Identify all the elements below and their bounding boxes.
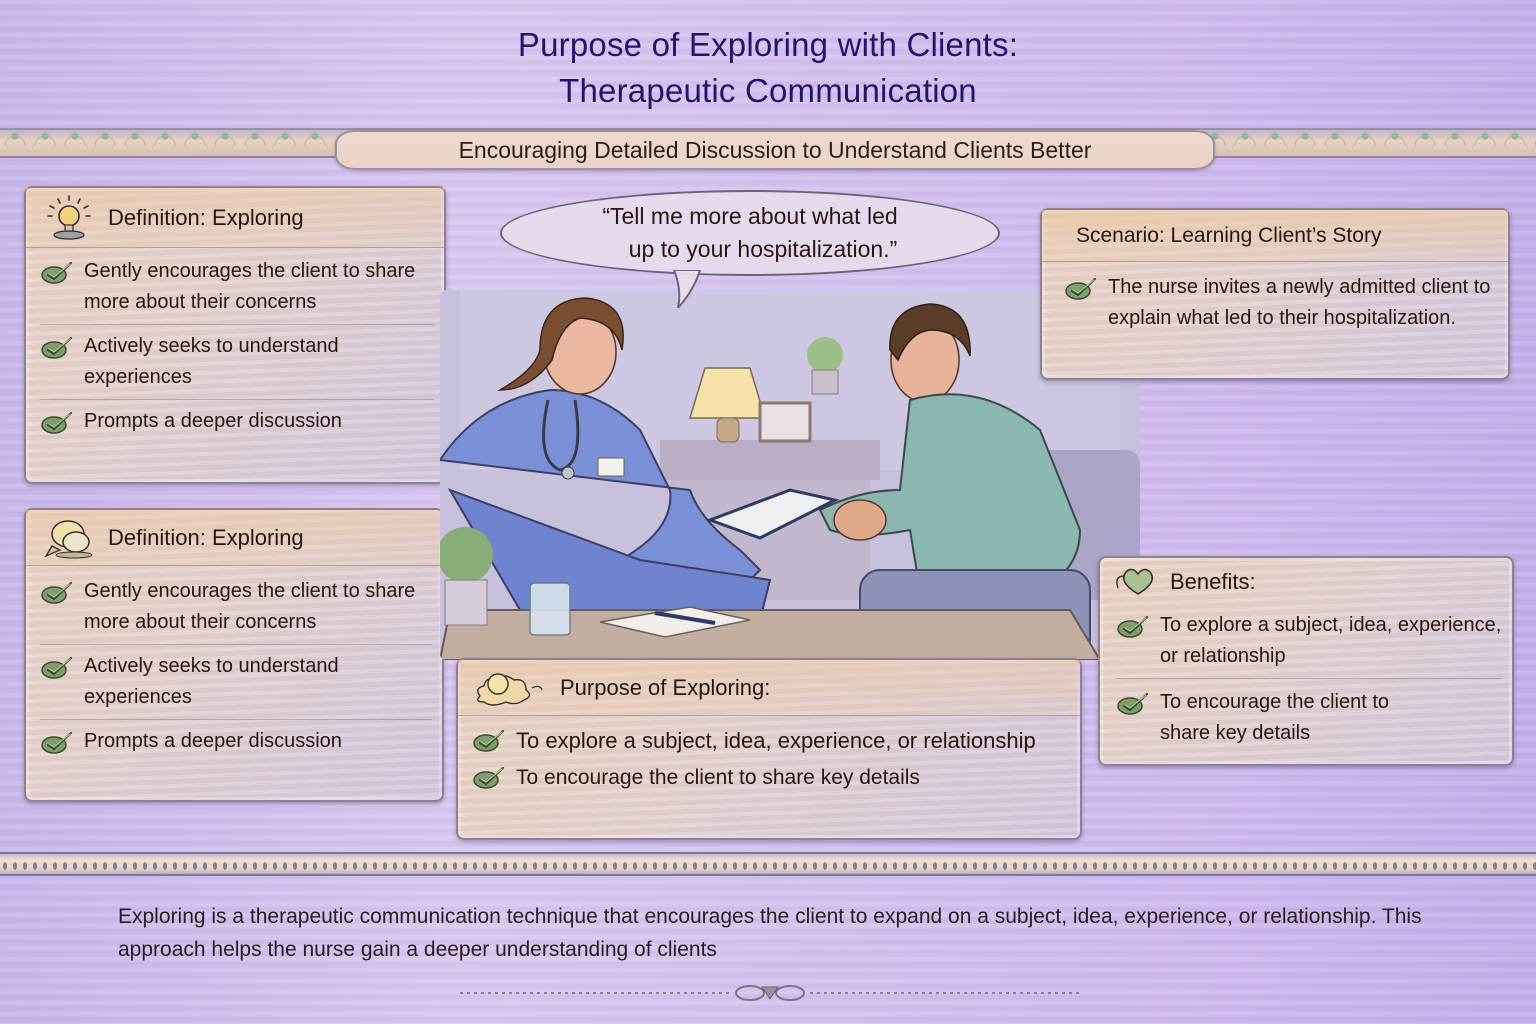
check-icon xyxy=(472,765,506,789)
subtitle-banner: Encouraging Detailed Discussion to Under… xyxy=(335,130,1215,170)
check-icon xyxy=(1116,614,1150,638)
list-item: Actively seeks to understand experiences xyxy=(40,644,432,719)
subtitle-text: Encouraging Detailed Discussion to Under… xyxy=(458,136,1092,163)
page-title-line-1: Purpose of Exploring with Clients: xyxy=(517,26,1019,63)
definition-card-bottom: Definition: Exploring Gently encourages … xyxy=(24,508,444,802)
list-item: To explore a subject, idea, experience, … xyxy=(472,724,1070,757)
benefits-card: Benefits: To explore a subject, idea, ex… xyxy=(1098,556,1514,766)
card-title: Definition: Exploring xyxy=(108,524,304,550)
check-icon xyxy=(40,335,74,359)
speech-bubbles-icon xyxy=(40,516,98,560)
check-icon xyxy=(40,260,74,284)
speech-line-2: up to your hospitalization.” xyxy=(628,236,898,262)
list-item: To encourage the client to share key det… xyxy=(1116,678,1502,749)
lightbulb-icon xyxy=(40,194,98,242)
purpose-card: Purpose of Exploring: To explore a subje… xyxy=(456,658,1082,840)
list-item: To encourage the client to share key det… xyxy=(472,761,1070,794)
list-item: The nurse invites a newly admitted clien… xyxy=(1064,272,1496,334)
thought-cloud-icon xyxy=(472,666,550,710)
check-icon xyxy=(40,655,74,679)
heart-icon xyxy=(1112,562,1160,602)
page-title-line-2: Therapeutic Communication xyxy=(559,72,977,109)
check-icon xyxy=(40,730,74,754)
card-title: Benefits: xyxy=(1170,569,1256,594)
list-item: Actively seeks to understand experiences xyxy=(40,324,434,399)
check-icon xyxy=(1116,691,1150,715)
card-title: Purpose of Exploring: xyxy=(560,674,771,700)
speech-line-1: “Tell me more about what led xyxy=(602,203,898,229)
check-icon xyxy=(1064,276,1098,300)
speech-tail xyxy=(672,270,702,308)
list-item: Prompts a deeper discussion xyxy=(40,399,434,441)
list-item: To explore a subject, idea, experience, … xyxy=(1116,610,1502,678)
check-icon xyxy=(40,410,74,434)
card-title: Scenario: Learning Client’s Story xyxy=(1076,223,1382,247)
list-item: Gently encourages the client to share mo… xyxy=(40,254,434,324)
definition-card-top: Definition: Exploring Gently encourages … xyxy=(24,186,446,484)
footer-ornament xyxy=(460,985,1080,1001)
nurse-client-illustration xyxy=(440,290,1140,660)
speech-bubble: “Tell me more about what led up to your … xyxy=(500,190,1000,308)
decorative-divider xyxy=(0,852,1536,876)
card-title: Definition: Exploring xyxy=(108,204,304,230)
check-icon xyxy=(472,728,506,752)
check-icon xyxy=(40,580,74,604)
list-item: Prompts a deeper discussion xyxy=(40,719,432,761)
scenario-card: Scenario: Learning Client’s Story The nu… xyxy=(1040,208,1510,380)
summary-paragraph: Exploring is a therapeutic communication… xyxy=(118,905,1422,961)
list-item: Gently encourages the client to share mo… xyxy=(40,572,432,644)
